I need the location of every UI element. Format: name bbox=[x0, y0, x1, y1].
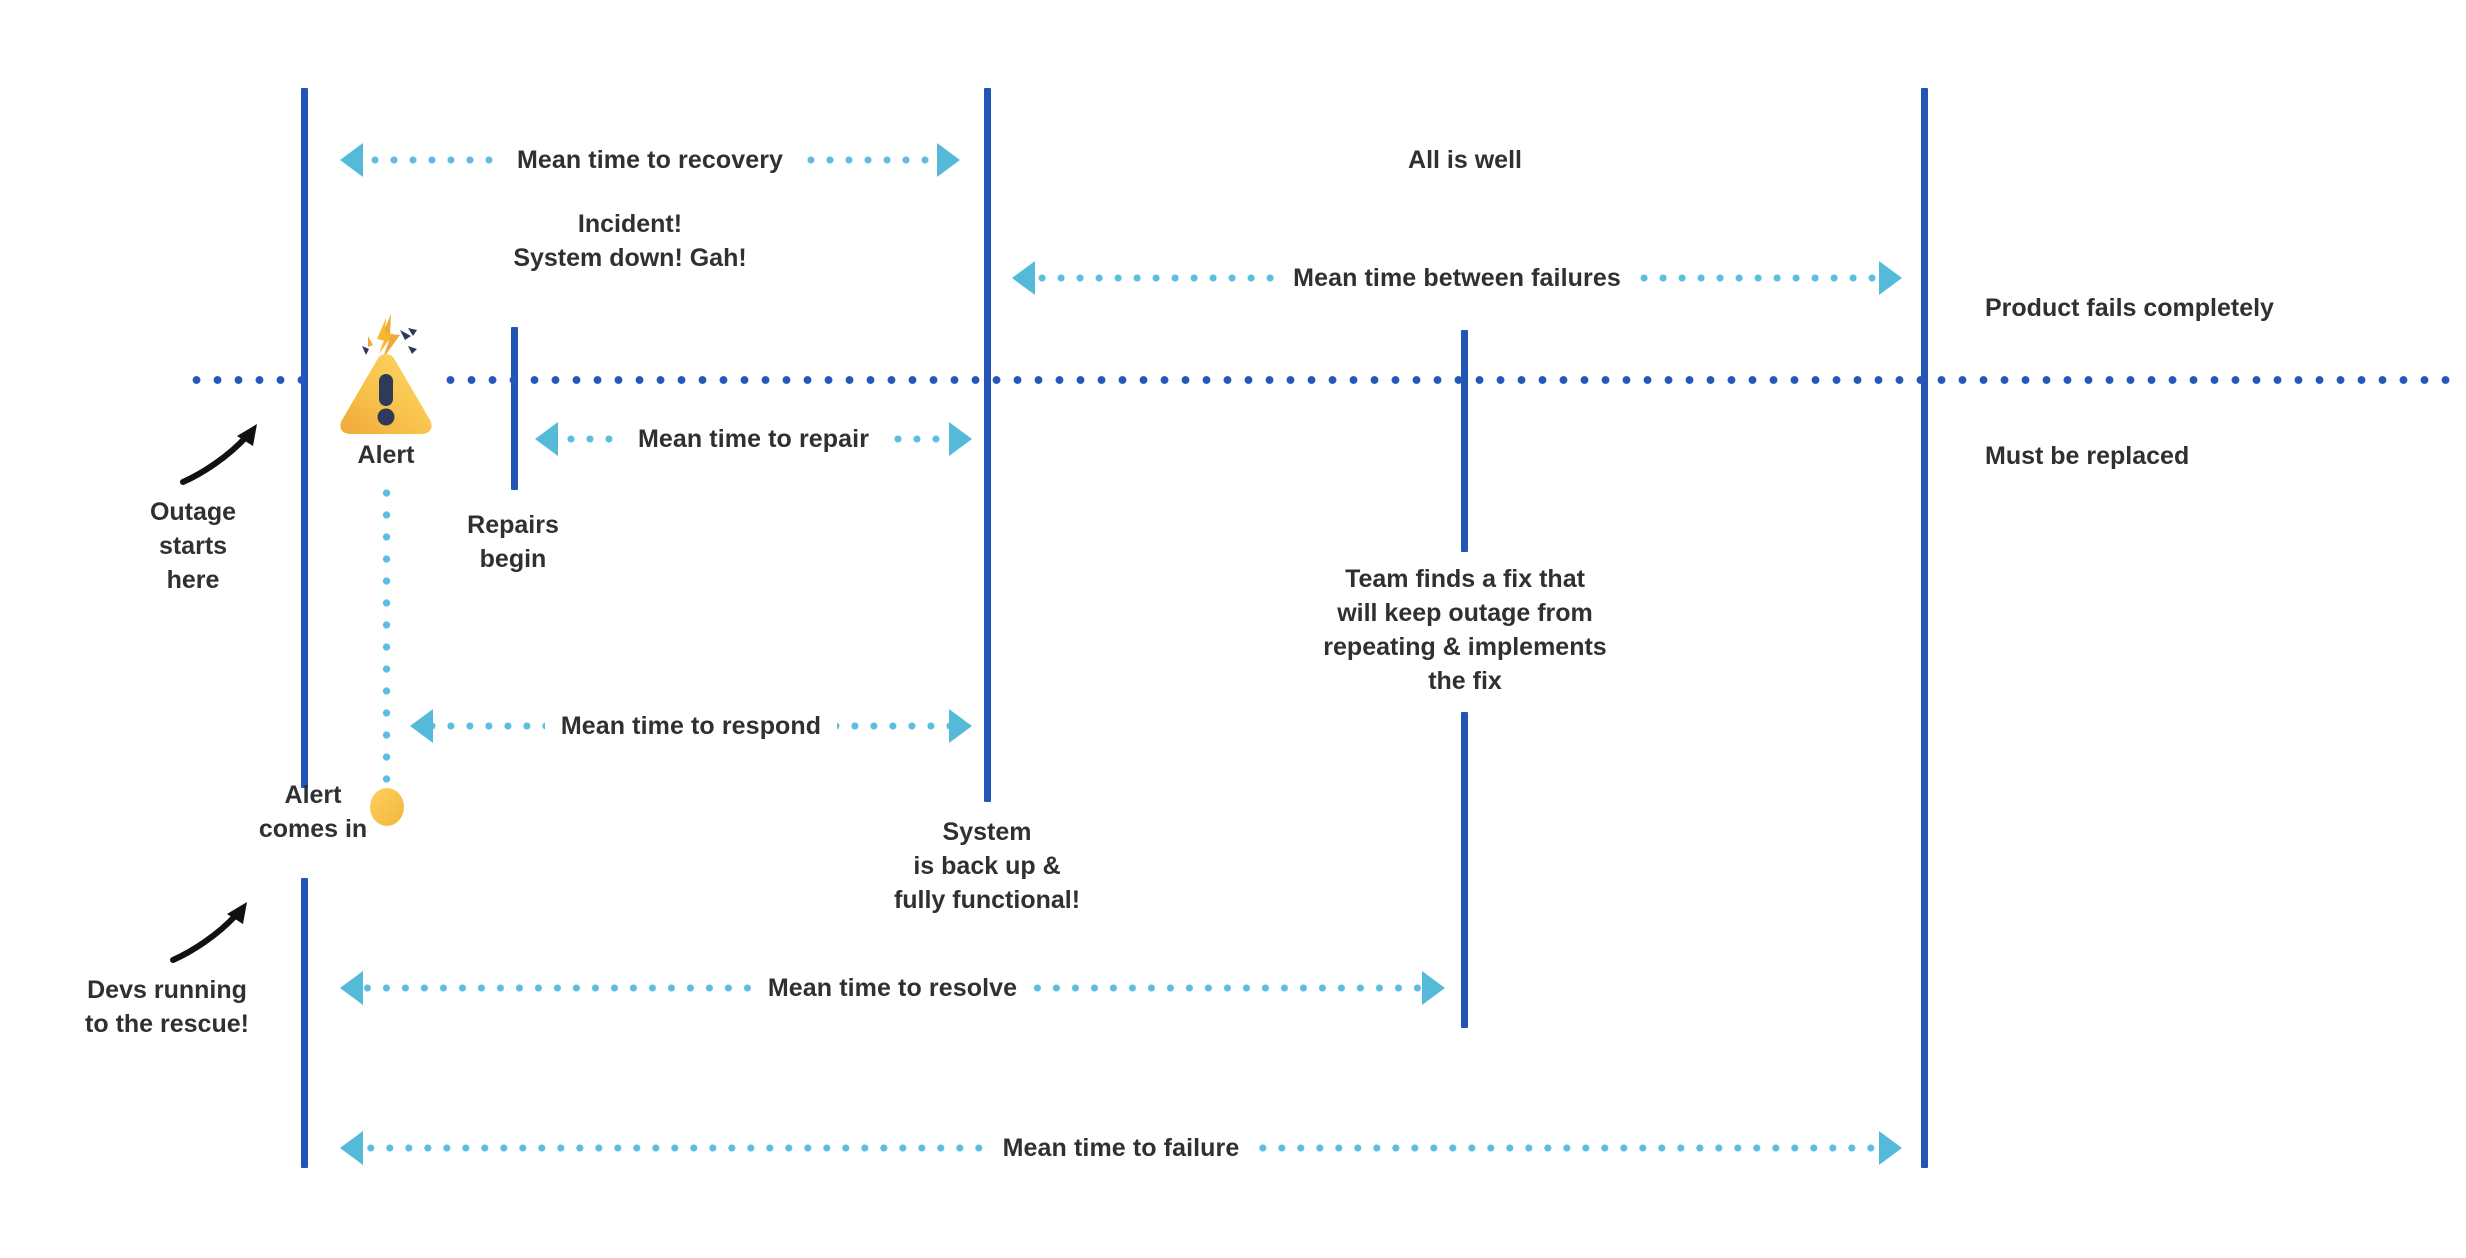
event-line-repairs-begin bbox=[511, 327, 518, 490]
dotted-span bbox=[837, 722, 949, 730]
pointer-arrow-outage-starts bbox=[175, 420, 275, 490]
alert-arrival-dot bbox=[370, 788, 404, 826]
dotted-span bbox=[433, 722, 545, 730]
arrow-left-icon bbox=[340, 1131, 363, 1165]
event-line-system-back-up bbox=[984, 88, 991, 802]
event-line-fix-implemented-upper bbox=[1461, 330, 1468, 552]
event-line-outage-start-lower bbox=[301, 878, 308, 1168]
arrow-left-icon bbox=[535, 422, 558, 456]
dotted-span bbox=[1636, 274, 1880, 282]
arrow-right-icon bbox=[1879, 1131, 1903, 1165]
timeline-dotted-main bbox=[440, 375, 2450, 385]
note-product-fails-completely: Product fails completely bbox=[1985, 294, 2274, 322]
measure-mean-time-to-failure: Mean time to failure bbox=[340, 1128, 1903, 1168]
dotted-span bbox=[885, 435, 949, 443]
dotted-span bbox=[363, 156, 501, 164]
arrow-right-icon bbox=[949, 422, 972, 456]
arrow-left-icon bbox=[1012, 261, 1035, 295]
measure-mean-time-to-recovery: Mean time to recovery bbox=[340, 140, 960, 180]
note-devs-running: Devs running to the rescue! bbox=[85, 976, 249, 1038]
pointer-arrow-devs-running bbox=[165, 898, 265, 968]
measure-label: Mean time to failure bbox=[1002, 1133, 1240, 1162]
note-incident: Incident! System down! Gah! bbox=[513, 210, 747, 272]
dotted-span bbox=[558, 435, 622, 443]
measure-mean-time-between-failures: Mean time between failures bbox=[1012, 258, 1903, 298]
event-line-product-fails bbox=[1921, 88, 1928, 1168]
dotted-span bbox=[1255, 1144, 1880, 1152]
event-line-fix-implemented-lower bbox=[1461, 712, 1468, 1028]
measure-mean-time-to-repair: Mean time to repair bbox=[535, 419, 972, 459]
measure-label: Mean time to respond bbox=[560, 711, 822, 740]
arrow-right-icon bbox=[1879, 261, 1903, 295]
arrow-right-icon bbox=[1422, 971, 1445, 1005]
measure-mean-time-to-respond: Mean time to respond bbox=[410, 706, 972, 746]
arrow-right-icon bbox=[949, 709, 972, 743]
alert-label: Alert bbox=[357, 441, 415, 469]
note-outage-starts-here: Outage starts here bbox=[149, 498, 237, 594]
measure-label: Mean time to recovery bbox=[516, 145, 784, 174]
alert-warning-icon bbox=[338, 308, 434, 438]
event-line-outage-start bbox=[301, 88, 308, 788]
measure-label: Mean time to repair bbox=[637, 424, 870, 453]
note-must-be-replaced: Must be replaced bbox=[1985, 442, 2190, 470]
note-team-finds-fix: Team finds a fix that will keep outage f… bbox=[1323, 565, 1607, 695]
note-system-back-up: System is back up & fully functional! bbox=[893, 818, 1081, 914]
dotted-span bbox=[799, 156, 937, 164]
arrow-right-icon bbox=[937, 143, 960, 177]
note-repairs-begin: Repairs begin bbox=[467, 511, 559, 573]
note-alert-comes-in: Alert comes in bbox=[258, 781, 368, 843]
measure-mean-time-to-resolve: Mean time to resolve bbox=[340, 968, 1445, 1008]
measure-label: Mean time between failures bbox=[1293, 263, 1621, 292]
arrow-left-icon bbox=[340, 971, 363, 1005]
arrow-left-icon bbox=[410, 709, 433, 743]
timeline-dotted-left bbox=[186, 375, 314, 385]
measure-label: Mean time to resolve bbox=[767, 973, 1018, 1002]
dotted-span bbox=[1035, 274, 1278, 282]
dotted-span bbox=[1033, 984, 1422, 992]
note-all-is-well: All is well bbox=[1408, 146, 1522, 174]
dotted-span bbox=[363, 984, 752, 992]
alert-connector-dotted bbox=[382, 482, 391, 790]
arrow-left-icon bbox=[340, 143, 363, 177]
dotted-span bbox=[363, 1144, 987, 1152]
